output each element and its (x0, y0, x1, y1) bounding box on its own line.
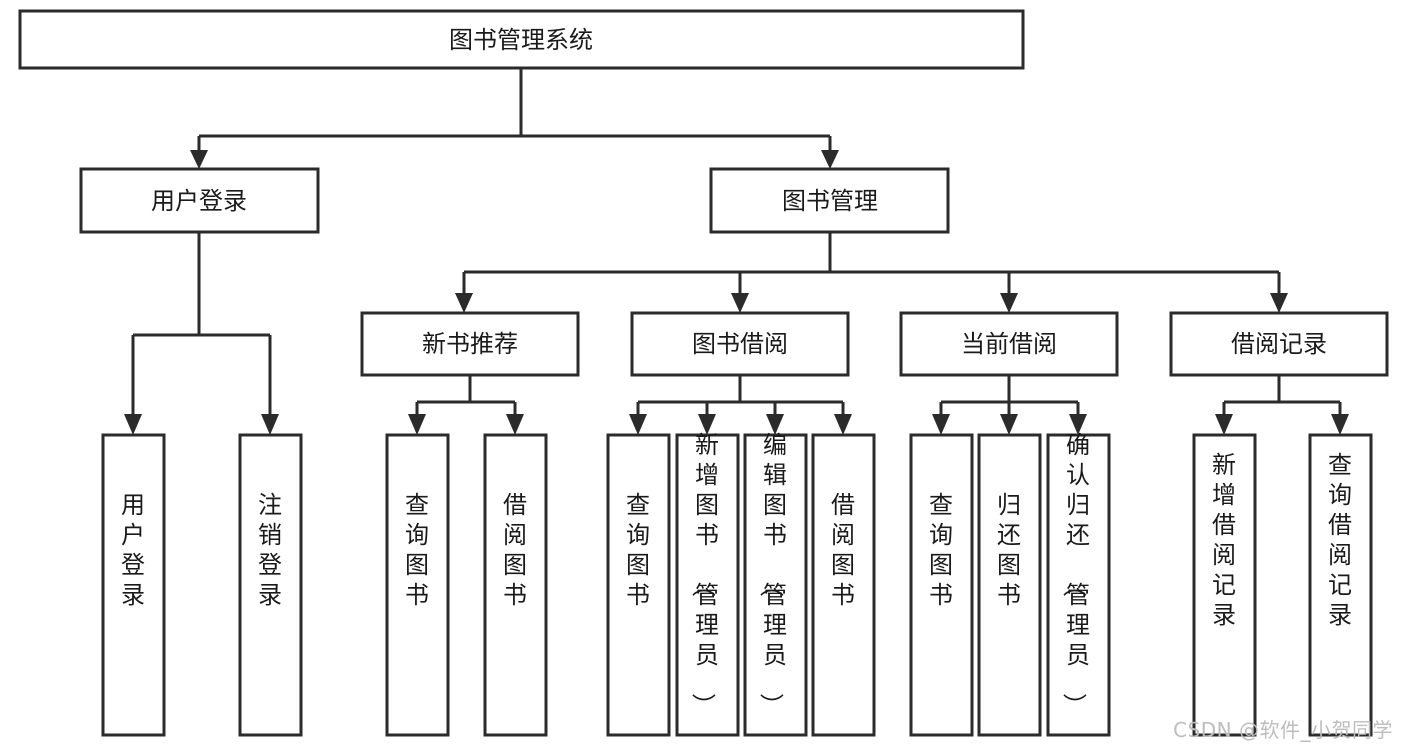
leaf-bookborrow-add[interactable] (675, 433, 740, 737)
node-new-book-recommend[interactable]: 新书推荐 (360, 311, 580, 377)
leaf-label-currentborrow-return: 归还图书 (997, 491, 1021, 609)
leaf-label-bookborrow-borrow: 借阅图书 (831, 491, 855, 609)
leaf-borrowrecord-add[interactable] (1192, 433, 1257, 737)
node-current-borrow-label: 当前借阅 (961, 330, 1057, 358)
leaf-bookborrow-borrow[interactable] (811, 433, 876, 737)
connector-userlogin-to-leaves (124, 232, 279, 435)
node-current-borrow[interactable]: 当前借阅 (899, 311, 1119, 377)
leaf-label-user-login-logout: 注销登录 (258, 491, 282, 609)
leaf-label-bookborrow-edit: 编辑图书（管理员） (757, 431, 787, 717)
connector-bookborrow-to-leaves (629, 375, 852, 435)
leaf-user-login-login[interactable] (101, 433, 166, 737)
leaf-text-layer: 用户登录 注销登录 查询图书 借阅图书 查询图书 新增图书（管理员） 编辑图书（… (121, 431, 1352, 717)
leaf-label-user-login-login: 用户登录 (121, 491, 145, 609)
leaf-currentborrow-return[interactable] (977, 433, 1042, 737)
leaf-bookborrow-edit[interactable] (743, 433, 808, 737)
node-user-login-label: 用户登录 (151, 187, 247, 215)
leaf-newbook-query[interactable] (385, 433, 450, 737)
leaf-currentborrow-confirm[interactable] (1046, 433, 1111, 737)
leaf-label-newbook-query: 查询图书 (405, 491, 429, 609)
connector-currentborrow-to-leaves (932, 375, 1087, 435)
leaf-label-bookborrow-add: 新增图书（管理员） (689, 431, 719, 717)
leaf-currentborrow-query[interactable] (909, 433, 974, 737)
node-user-login[interactable]: 用户登录 (79, 167, 320, 234)
node-book-borrow[interactable]: 图书借阅 (630, 311, 850, 377)
leaf-label-newbook-borrow: 借阅图书 (503, 491, 527, 609)
connector-root-to-level2 (190, 68, 839, 169)
leaf-bookborrow-query[interactable] (606, 433, 671, 737)
connector-borrowrecord-to-leaves (1215, 375, 1349, 435)
node-book-management-label: 图书管理 (782, 187, 878, 215)
leaf-label-borrowrecord-query: 查询借阅记录 (1328, 451, 1352, 629)
leaf-label-currentborrow-query: 查询图书 (929, 491, 953, 609)
leaf-label-bookborrow-query: 查询图书 (626, 491, 650, 609)
leaf-user-login-logout[interactable] (238, 433, 303, 737)
leaf-label-borrowrecord-add: 新增借阅记录 (1212, 451, 1236, 629)
node-new-book-recommend-label: 新书推荐 (422, 330, 518, 358)
node-book-borrow-label: 图书借阅 (692, 330, 788, 358)
leaf-borrowrecord-query[interactable] (1308, 433, 1373, 737)
node-root-label: 图书管理系统 (449, 26, 593, 54)
node-root[interactable]: 图书管理系统 (18, 9, 1025, 70)
node-borrow-record[interactable]: 借阅记录 (1169, 311, 1389, 377)
leaf-newbook-borrow[interactable] (483, 433, 548, 737)
connector-bookmgmt-to-level3 (455, 232, 1288, 313)
connector-newbook-to-leaves (408, 375, 524, 435)
node-borrow-record-label: 借阅记录 (1231, 330, 1327, 358)
leaf-label-currentborrow-confirm: 确认归还（管理员） (1060, 431, 1090, 717)
node-book-management[interactable]: 图书管理 (709, 167, 950, 234)
